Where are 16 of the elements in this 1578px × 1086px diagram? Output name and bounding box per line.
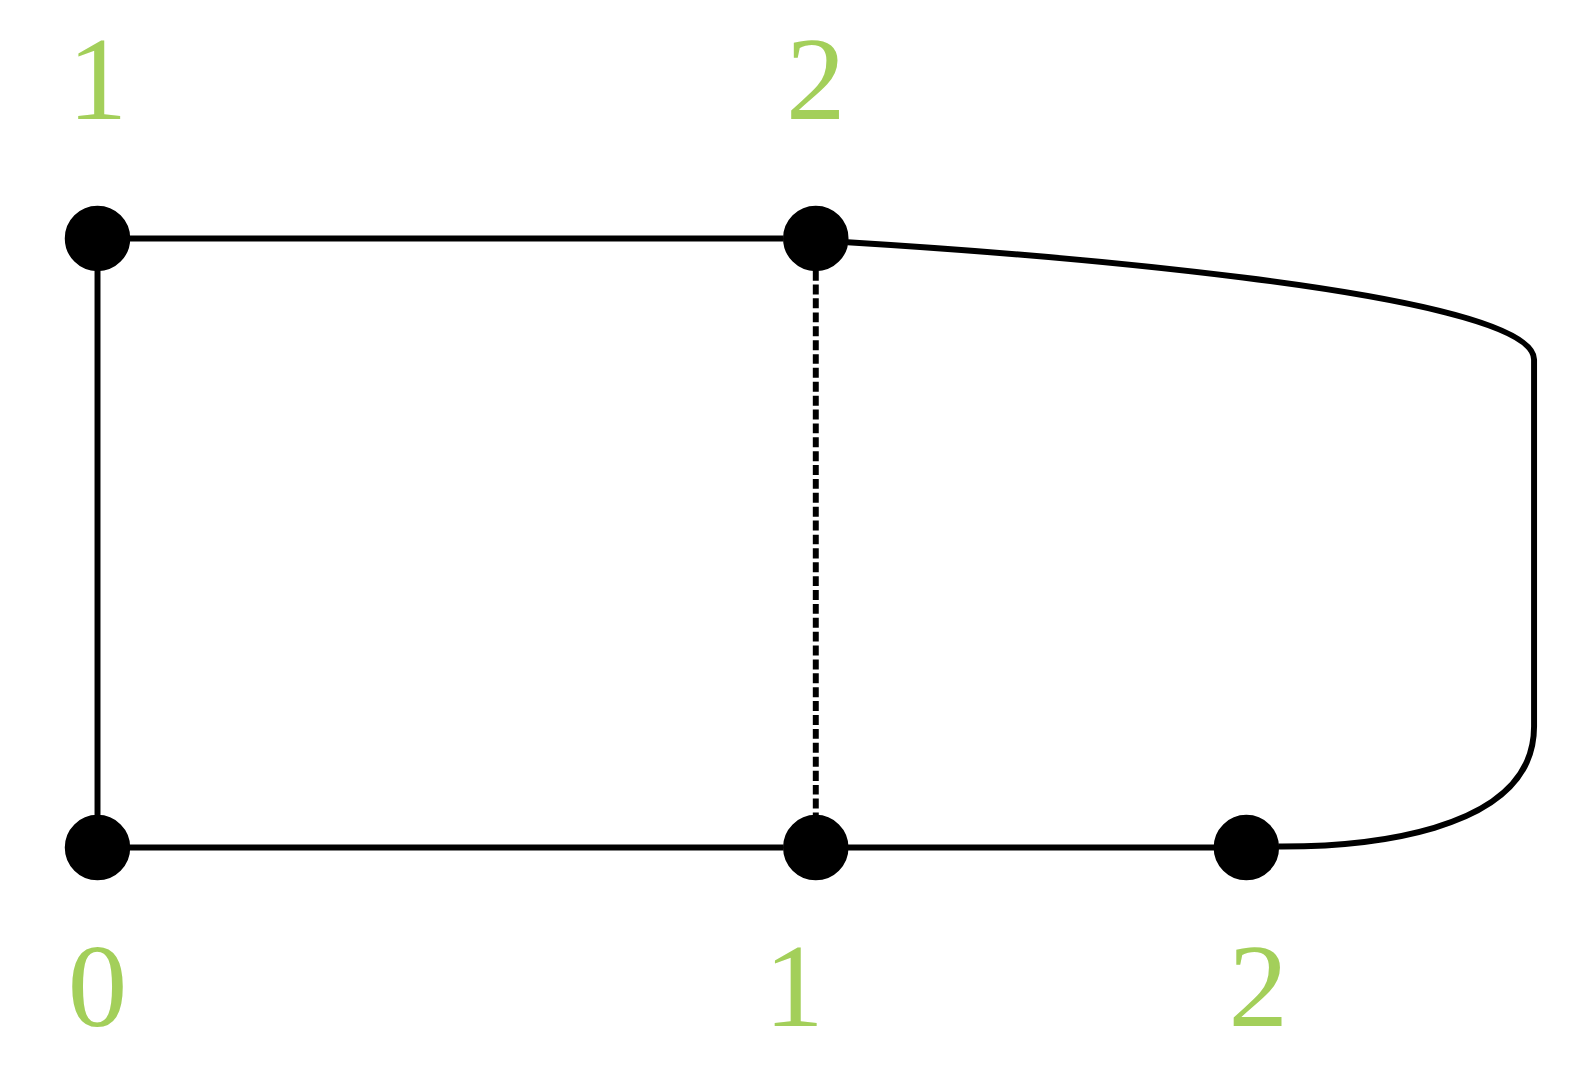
node-label: 1 [67, 13, 128, 146]
connector [129, 235, 784, 242]
connector [812, 270, 819, 816]
node-label: 1 [764, 920, 824, 1053]
node-label: 2 [786, 13, 846, 146]
node-label: 0 [67, 920, 128, 1053]
connector [129, 844, 784, 851]
connector [847, 844, 1215, 851]
node-circle [1213, 814, 1280, 881]
connector [94, 270, 101, 816]
node-circle [783, 205, 849, 272]
node-circle [64, 814, 131, 881]
node-circle [783, 814, 849, 881]
node-circle [64, 205, 131, 272]
connector [847, 239, 1538, 850]
node-label: 2 [1228, 920, 1289, 1053]
